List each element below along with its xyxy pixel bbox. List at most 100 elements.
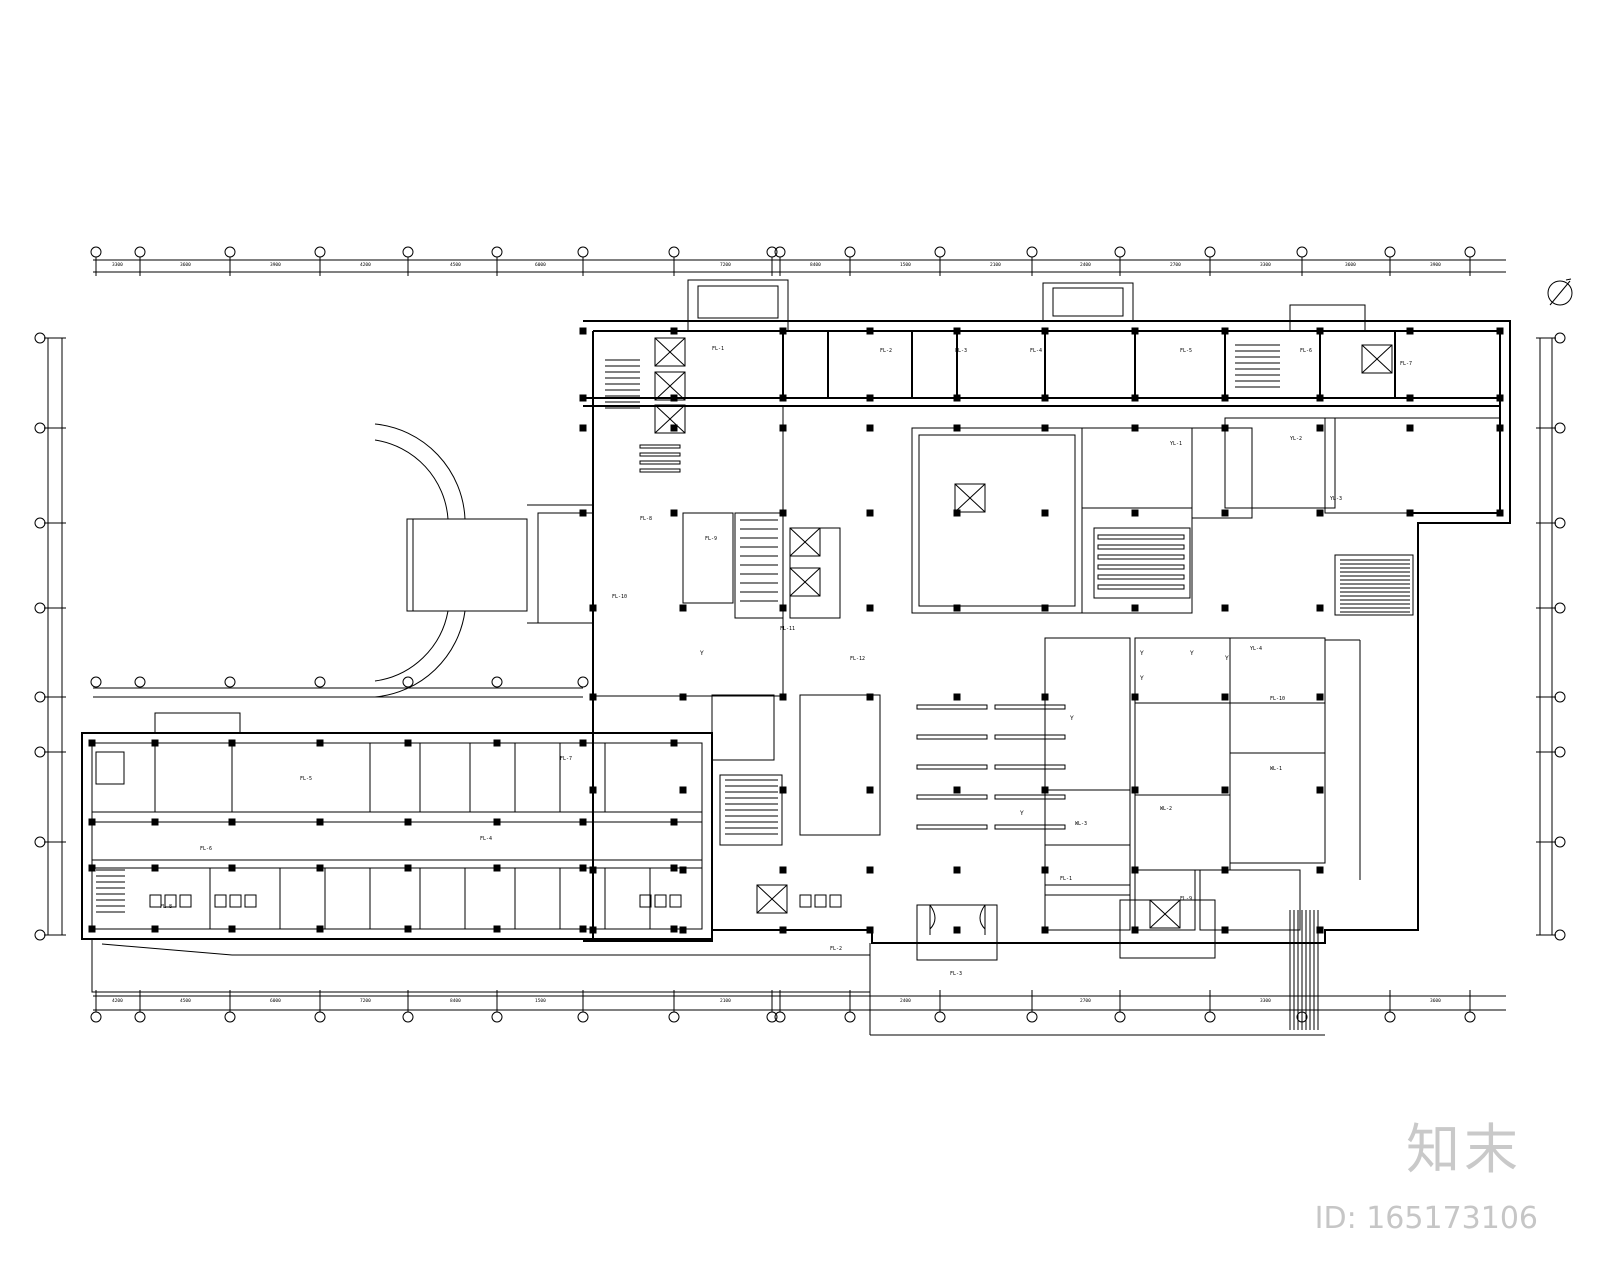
room-tag: YL-2 xyxy=(1290,436,1302,442)
column xyxy=(779,693,787,701)
column xyxy=(151,739,159,747)
dimension-value: 3600 xyxy=(180,262,191,268)
grid-bubble-bottom xyxy=(224,1011,236,1023)
grid-bubble-top xyxy=(1026,246,1038,258)
seat-row xyxy=(994,764,1066,770)
room-tag: WL-3 xyxy=(1075,821,1087,827)
grid-bubble-left xyxy=(34,602,46,614)
toilet-cubicle xyxy=(149,894,162,908)
north-arrow-icon xyxy=(1547,278,1573,306)
elevator-icon xyxy=(756,884,788,914)
column xyxy=(1131,866,1139,874)
dimension-value: 8400 xyxy=(450,998,461,1004)
column xyxy=(589,786,597,794)
room-tag: FL-2 xyxy=(830,946,842,952)
grid-bubble-bottom xyxy=(402,1011,414,1023)
room-tag: FL-7 xyxy=(560,756,572,762)
elevator-icon xyxy=(789,567,821,597)
column xyxy=(1316,786,1324,794)
elevator-icon xyxy=(789,527,821,557)
grid-bubble-bottom xyxy=(668,1011,680,1023)
column xyxy=(579,394,587,402)
column xyxy=(88,739,96,747)
elevator-icon xyxy=(654,337,686,367)
dimension-value: 6000 xyxy=(270,998,281,1004)
grid-bubble-west xyxy=(402,676,414,688)
room-tag: FL-5 xyxy=(300,776,312,782)
column xyxy=(1406,509,1414,517)
column xyxy=(1316,394,1324,402)
seat-row xyxy=(994,704,1066,710)
seat-row xyxy=(639,460,681,465)
grid-bubble-top xyxy=(1204,246,1216,258)
lower-right-department xyxy=(916,637,1361,931)
column xyxy=(953,604,961,612)
column xyxy=(151,818,159,826)
room-tag: FL-4 xyxy=(1030,348,1042,354)
grid-bubble-bottom xyxy=(491,1011,503,1023)
room-tag: YL-1 xyxy=(1170,441,1182,447)
column xyxy=(953,786,961,794)
column xyxy=(953,693,961,701)
grid-bubble-west xyxy=(90,676,102,688)
column xyxy=(1406,394,1414,402)
stair-outline xyxy=(1334,554,1414,616)
toilet-cubicle xyxy=(214,894,227,908)
column xyxy=(1041,394,1049,402)
grid-bubble-right xyxy=(1554,929,1566,941)
seat-row xyxy=(916,704,988,710)
column xyxy=(953,327,961,335)
dimension-value: 3300 xyxy=(112,262,123,268)
seat-row xyxy=(1097,544,1185,550)
column xyxy=(866,327,874,335)
dimension-value: 3600 xyxy=(1345,262,1356,268)
grid-bubble-top xyxy=(491,246,503,258)
column xyxy=(1131,509,1139,517)
seat-row xyxy=(639,452,681,457)
grid-bubble-left xyxy=(34,422,46,434)
room-tag: FL-1 xyxy=(712,346,724,352)
column xyxy=(1496,394,1504,402)
elevator-icon xyxy=(95,751,125,785)
column xyxy=(953,424,961,432)
column xyxy=(493,818,501,826)
column xyxy=(1041,926,1049,934)
column xyxy=(404,864,412,872)
central-hall xyxy=(592,337,1393,929)
column xyxy=(151,864,159,872)
elevator-icon xyxy=(654,404,686,434)
column xyxy=(779,926,787,934)
column xyxy=(589,604,597,612)
toilet-cubicle xyxy=(799,894,812,908)
grid-bubble-bottom xyxy=(1026,1011,1038,1023)
grid-bubble-top xyxy=(766,246,778,258)
column xyxy=(1221,424,1229,432)
column xyxy=(1316,866,1324,874)
column xyxy=(1041,786,1049,794)
grid-bubble-west xyxy=(491,676,503,688)
seat-row xyxy=(994,794,1066,800)
column xyxy=(866,693,874,701)
grid-bubble-top xyxy=(844,246,856,258)
grid-bubble-bottom xyxy=(844,1011,856,1023)
column xyxy=(779,786,787,794)
dimension-value: 4500 xyxy=(450,262,461,268)
roof-stair-bumps xyxy=(687,279,1366,332)
toilet-cubicle xyxy=(164,894,177,908)
grid-bubble-top xyxy=(1384,246,1396,258)
seat-row xyxy=(916,734,988,740)
room-tag: FL-12 xyxy=(850,656,865,662)
grid-bubble-left xyxy=(34,836,46,848)
column xyxy=(1131,926,1139,934)
column xyxy=(1221,926,1229,934)
west-wing xyxy=(81,712,870,993)
column xyxy=(779,509,787,517)
column xyxy=(316,739,324,747)
column xyxy=(1041,693,1049,701)
column xyxy=(316,818,324,826)
dimension-value: 3300 xyxy=(1260,262,1271,268)
seat-row xyxy=(639,444,681,449)
column xyxy=(1131,693,1139,701)
column xyxy=(1131,327,1139,335)
